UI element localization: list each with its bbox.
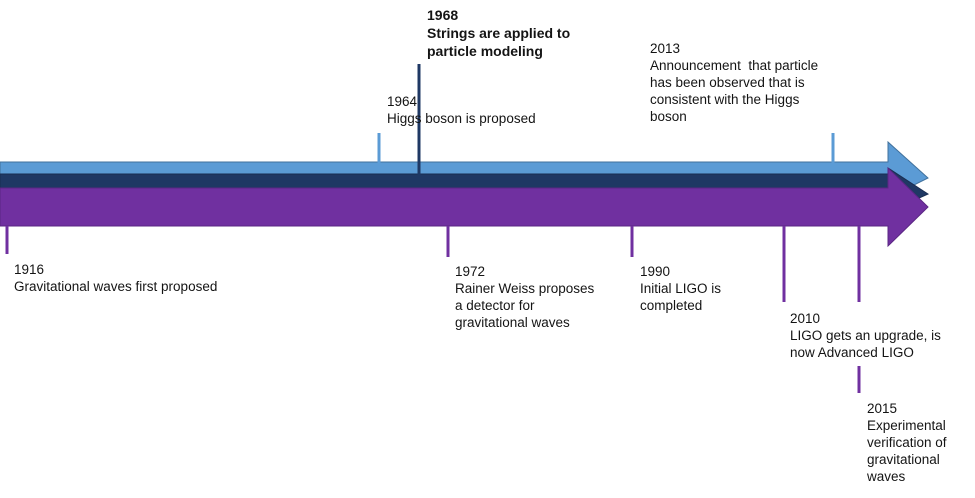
event-year: 1990 xyxy=(640,264,671,279)
event-year: 1972 xyxy=(455,264,486,279)
event-desc-line: LIGO gets an upgrade, is xyxy=(790,328,941,343)
event-year: 2013 xyxy=(650,41,681,56)
event-label-2015: 2015 Experimental verification of gravit… xyxy=(867,400,947,485)
event-label-1972: 1972 Rainer Weiss proposes a detector fo… xyxy=(455,263,594,331)
event-desc-line: completed xyxy=(640,298,703,313)
event-label-1916: 1916 Gravitational waves first proposed xyxy=(14,261,217,295)
event-desc-line: Gravitational waves first proposed xyxy=(14,279,218,294)
event-desc-line: Rainer Weiss proposes xyxy=(455,281,595,296)
event-year: 1916 xyxy=(14,262,45,277)
event-label-1968: 1968 Strings are applied to particle mod… xyxy=(427,6,570,60)
event-desc-line: now Advanced LIGO xyxy=(790,345,914,360)
event-year: 1964 xyxy=(387,94,418,109)
event-desc-line: verification of xyxy=(867,435,947,450)
event-desc-line: waves xyxy=(867,469,906,484)
event-year: 2015 xyxy=(867,401,898,416)
event-label-2010: 2010 LIGO gets an upgrade, is now Advanc… xyxy=(790,310,941,361)
event-year: 1968 xyxy=(427,7,459,23)
event-year: 2010 xyxy=(790,311,821,326)
event-desc-line: particle modeling xyxy=(427,43,543,59)
event-desc-line: consistent with the Higgs xyxy=(650,92,800,107)
event-label-1990: 1990 Initial LIGO is completed xyxy=(640,263,721,314)
event-desc-line: boson xyxy=(650,109,687,124)
purple-track-arrow xyxy=(0,166,929,248)
event-label-1964: 1964 Higgs boson is proposed xyxy=(387,93,536,127)
event-desc-line: Announcement that particle xyxy=(650,58,819,73)
event-desc-line: gravitational waves xyxy=(455,315,570,330)
event-label-2013: 2013 Announcement that particle has been… xyxy=(650,40,818,125)
event-desc-line: Strings are applied to xyxy=(427,25,571,41)
event-desc-line: Experimental xyxy=(867,418,946,433)
event-desc-line: gravitational xyxy=(867,452,940,467)
event-desc-line: a detector for xyxy=(455,298,535,313)
event-desc-line: has been observed that is xyxy=(650,75,805,90)
event-desc-line: Higgs boson is proposed xyxy=(387,111,536,126)
event-desc-line: Initial LIGO is xyxy=(640,281,722,296)
